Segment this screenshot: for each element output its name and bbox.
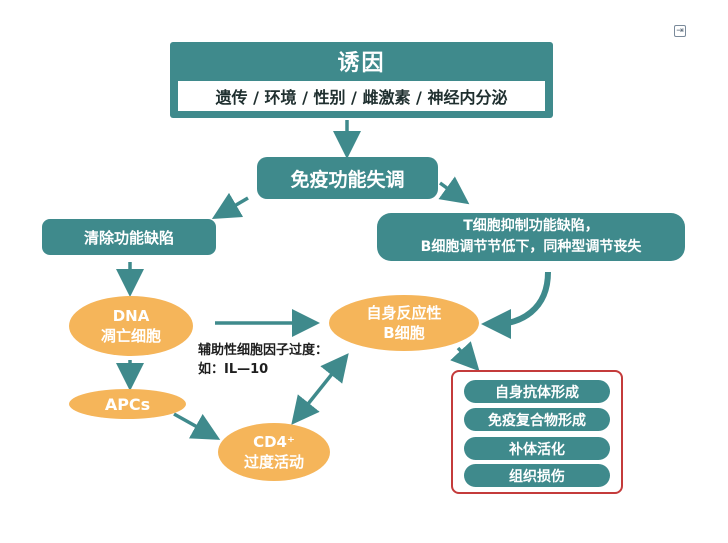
exit-icon[interactable]: ⇥ <box>674 25 686 37</box>
helper-factor-line2: 如：IL—10 <box>198 362 269 377</box>
t-cell-defect-box: T细胞抑制功能缺陷， B细胞调节节低下，同种型调节丧失 <box>377 213 685 261</box>
dna-line2: 凋亡细胞 <box>100 327 161 345</box>
cd4-line2: 过度活动 <box>243 453 304 471</box>
dna-apoptotic-oval: DNA 凋亡细胞 <box>69 296 193 356</box>
helper-factor-label: 辅助性细胞因子过度： 如：IL—10 <box>198 341 358 379</box>
t-cell-defect-line2: B细胞调节节低下，同种型调节丧失 <box>420 239 642 255</box>
autoreactive-b-line2: B细胞 <box>383 324 425 342</box>
arrow-apcs-to-cd4 <box>173 412 221 440</box>
outcome-complement: 补体活化 <box>464 437 610 460</box>
arrow-b-to-outcomes <box>450 341 480 372</box>
arrow-immune-to-clear <box>211 192 249 220</box>
cause-title: 诱因 <box>337 51 386 76</box>
arrow-t-to-b <box>481 271 551 339</box>
autoreactive-b-oval: 自身反应性 B细胞 <box>329 295 479 351</box>
immune-dysfunction-box: 免疫功能失调 <box>257 157 438 199</box>
cd4-oval: CD4⁺ 过度活动 <box>218 423 330 481</box>
arrow-immune-to-t <box>438 176 470 205</box>
apcs-oval: APCs <box>69 389 186 419</box>
outcome-tissue-damage: 组织损伤 <box>464 464 610 487</box>
autoreactive-b-line1: 自身反应性 <box>366 304 442 322</box>
clearance-defect-box: 清除功能缺陷 <box>42 219 216 255</box>
t-cell-defect-line1: T细胞抑制功能缺陷， <box>463 218 599 234</box>
cause-factors: 遗传 / 环境 / 性别 / 雌激素 / 神经内分泌 <box>178 81 545 111</box>
cd4-line1: CD4⁺ <box>253 433 295 451</box>
outcome-immune-complex: 免疫复合物形成 <box>464 408 610 431</box>
helper-factor-line1: 辅助性细胞因子过度： <box>198 343 329 358</box>
outcome-autoantibody: 自身抗体形成 <box>464 380 610 403</box>
dna-line1: DNA <box>112 307 150 325</box>
arrow-cd4-b-bidirectional <box>291 353 349 425</box>
